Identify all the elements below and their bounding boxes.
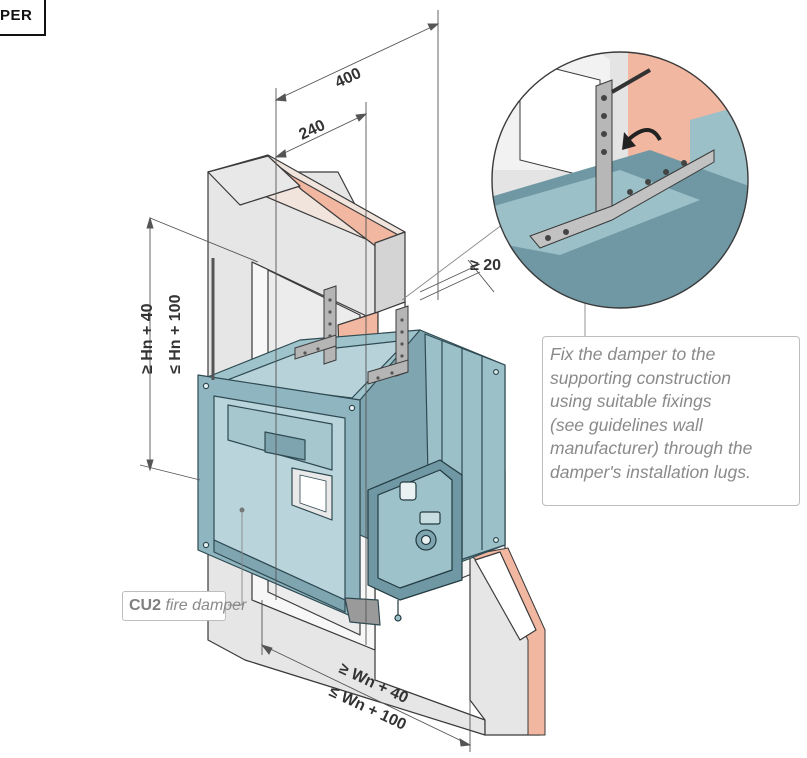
note-line: Fix the damper to the: [550, 344, 716, 364]
leader-dot: [239, 507, 245, 513]
header-badge: PER: [0, 0, 47, 36]
dim-depth-outer: 400: [333, 65, 364, 92]
note-line: damper's installation lugs.: [550, 461, 751, 482]
note-line: (see guidelines wall: [550, 414, 703, 435]
actuator: [367, 459, 463, 622]
note-line: manufacturer) through the: [550, 438, 753, 458]
product-callout: CU2 fire damper: [122, 591, 246, 621]
dimension-lines: [139, 10, 586, 752]
installation-note: Fix the damper to the supporting constru…: [542, 336, 800, 506]
dim-height-max: ≤ Hn + 100: [167, 294, 184, 374]
dim-gap: ≥ 20: [470, 257, 501, 274]
product-code: CU2: [129, 597, 162, 614]
detail-magnifier: [491, 51, 749, 309]
dim-depth-inner: 240: [297, 117, 328, 144]
fixing-lugs: [294, 285, 409, 385]
note-line: using suitable fixings: [550, 391, 712, 411]
product-label: fire damper: [165, 597, 247, 614]
dim-height-min: ≥ Hn + 40: [139, 303, 156, 374]
note-line: supporting construction: [550, 367, 731, 388]
